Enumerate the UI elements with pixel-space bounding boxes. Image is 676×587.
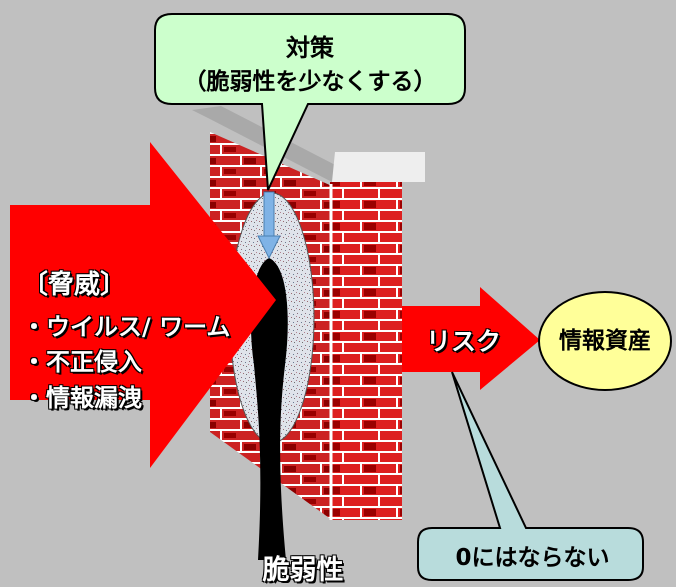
countermeasure-subtitle: （脆弱性を少なくする） <box>183 69 437 95</box>
countermeasure-title: 対策 <box>286 34 334 62</box>
wall-front-face <box>330 182 402 520</box>
asset-label: 情報資産 <box>559 328 651 354</box>
wall-top-cap-front <box>332 152 425 182</box>
countermeasure-callout <box>154 13 466 191</box>
down-arrow-head <box>257 235 281 260</box>
vulnerability-hole <box>250 258 288 560</box>
asset-ellipse <box>538 291 672 391</box>
risk-arrow <box>402 287 540 390</box>
threat-arrow <box>10 142 276 468</box>
threat-item-intrusion: ・不正侵入 <box>22 348 142 376</box>
vulnerability-label: 脆弱性 <box>262 555 344 586</box>
risk-label: リスク <box>426 327 502 356</box>
not-zero-label: 0にはならない <box>455 545 610 571</box>
threat-heading: 〔脅威〕 <box>22 270 127 300</box>
not-zero-callout <box>417 371 644 581</box>
threat-item-virus-worm: ・ウイルス/ ワーム <box>22 313 231 341</box>
down-arrow-shaft <box>263 191 275 239</box>
threat-item-leak: ・情報漏洩 <box>22 384 142 412</box>
